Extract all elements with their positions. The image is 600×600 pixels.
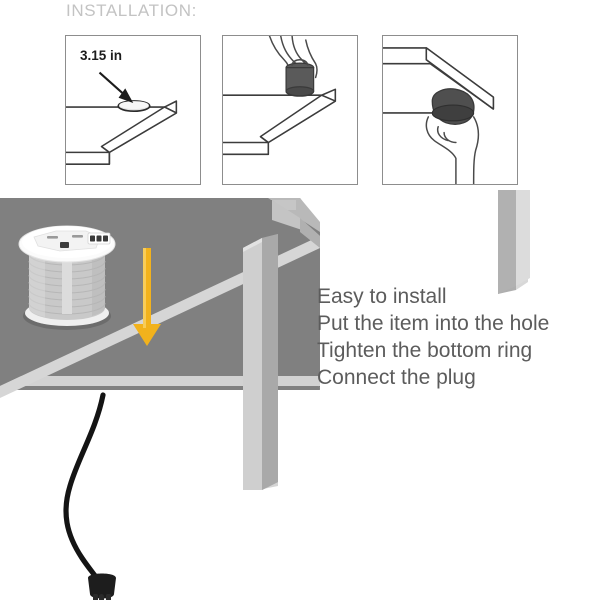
feature-line-4: Connect the plug [317, 366, 476, 389]
desk-leg-front-right [243, 234, 278, 490]
step-panel-drill-hole: 3.15 in [65, 35, 201, 185]
desk-leg-far-right-visible [498, 190, 530, 294]
page-title: INSTALLATION: [66, 1, 197, 20]
bottom-ring-icon [431, 88, 475, 125]
hole-dimension-label: 3.15 in [80, 48, 123, 63]
step-2-drawing [223, 36, 337, 156]
usb-ports-icon [87, 232, 111, 245]
feature-list: Easy to install Put the item into the ho… [317, 283, 587, 391]
feature-line-1: Easy to install [317, 285, 447, 308]
desk-illustration [0, 190, 530, 600]
step-3-drawing [383, 47, 495, 184]
power-cable [63, 392, 106, 585]
step-panel-insert-item [222, 35, 358, 185]
step-1-drawing [66, 71, 178, 165]
feature-line-2: Put the item into the hole [317, 312, 550, 335]
power-plug [88, 573, 116, 600]
desk-scene [0, 190, 600, 600]
ac-socket-icon [47, 235, 83, 248]
hand-icon [425, 116, 480, 184]
outlet-body-icon [285, 58, 315, 97]
insertion-direction-arrow [133, 248, 161, 346]
feature-line-3: Tighten the bottom ring [317, 339, 533, 362]
arrow-pointer-icon [98, 71, 134, 104]
recessed-power-outlet [18, 225, 116, 330]
step-panel-tighten-ring [382, 35, 518, 185]
